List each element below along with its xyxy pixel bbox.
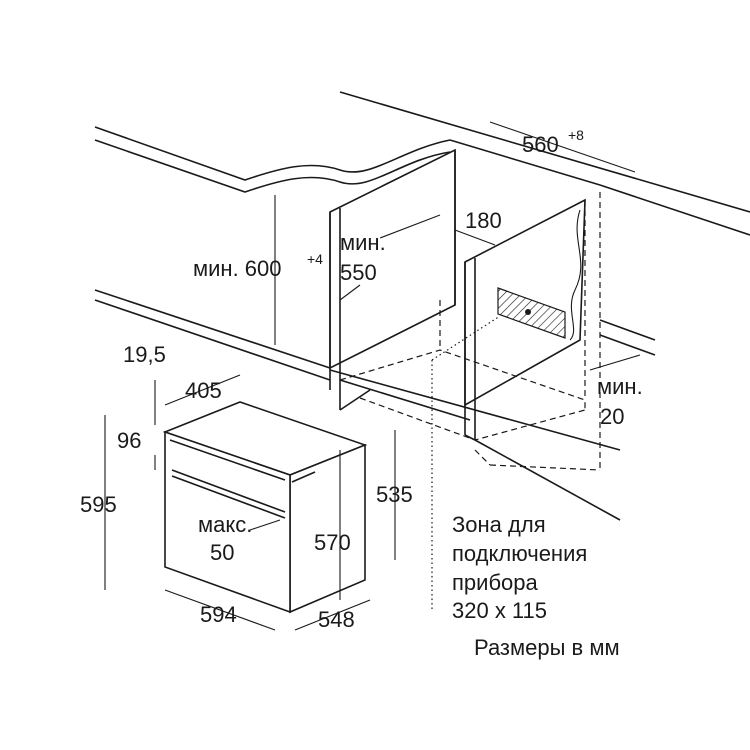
connection-zone-line-2: подключения — [452, 541, 587, 566]
countertop — [94, 91, 750, 236]
oven — [162, 401, 368, 614]
dim-19-5: 19,5 — [123, 342, 166, 367]
connection-zone-line-1: Зона для — [452, 512, 546, 537]
dim-535: 535 — [376, 482, 413, 507]
hidden-lines — [339, 192, 601, 610]
dim-560: 560 — [522, 132, 559, 157]
dim-20: 20 — [600, 404, 624, 429]
dim-600-tolerance: +4 — [307, 251, 323, 267]
dim-405: 405 — [185, 378, 222, 403]
dimension-lines — [104, 121, 641, 631]
dim-180: 180 — [465, 208, 502, 233]
dim-20-prefix: мин. — [597, 374, 643, 399]
units-caption: Размеры в мм — [474, 635, 620, 660]
dim-550: 550 — [340, 260, 377, 285]
connection-zone-hatch — [497, 287, 566, 339]
connection-zone-line-3: прибора — [452, 570, 539, 595]
connection-zone-line-4: 320 x 115 — [452, 598, 547, 623]
dim-548: 548 — [318, 607, 355, 632]
dim-96: 96 — [117, 428, 141, 453]
dim-600: мин. 600 — [193, 256, 282, 281]
dim-570: 570 — [314, 530, 351, 555]
dim-max-prefix: макс. — [198, 512, 252, 537]
dim-595: 595 — [80, 492, 117, 517]
dim-550-prefix: мин. — [340, 230, 386, 255]
connection-point — [525, 309, 531, 315]
dim-560-tolerance: +8 — [568, 127, 584, 143]
dim-594: 594 — [200, 602, 237, 627]
cabinet-right-panel — [464, 198, 656, 521]
dim-max-50: 50 — [210, 540, 234, 565]
